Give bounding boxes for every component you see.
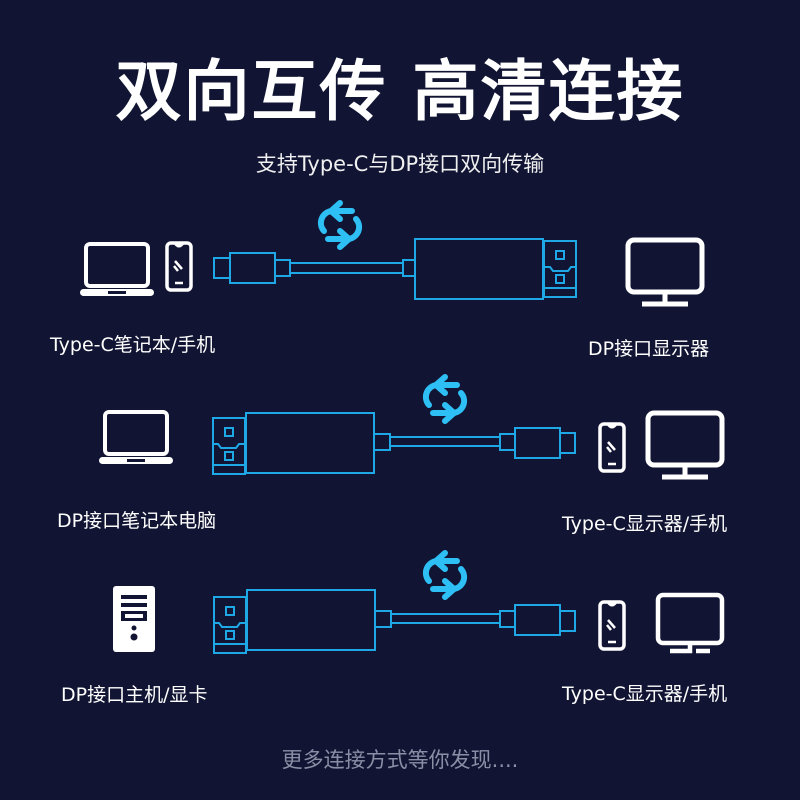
row-2-right-label: Type-C显示器/手机 — [562, 513, 728, 535]
row-3-left-label: DP接口主机/显卡 — [61, 684, 208, 706]
row-3-right-label: Type-C显示器/手机 — [562, 683, 728, 705]
sync-arrows-icon — [426, 553, 464, 597]
typec-to-dp-cable — [213, 238, 577, 300]
page-title: 双向互传 高清连接 — [115, 53, 685, 130]
row-1 — [78, 203, 702, 304]
monitor-icon — [658, 595, 722, 651]
row-1-left-label: Type-C笔记本/手机 — [50, 334, 216, 356]
phone-icon — [598, 422, 626, 473]
monitor-icon — [628, 240, 702, 304]
row-2-left-label: DP接口笔记本电脑 — [57, 510, 217, 532]
sync-arrows-icon — [321, 203, 359, 247]
footer-text: 更多连接方式等你发现.... — [281, 748, 519, 772]
phone-icon — [598, 600, 626, 651]
phone-icon — [165, 241, 193, 292]
desktop-tower-icon — [113, 586, 155, 652]
dp-to-typec-cable — [213, 589, 576, 654]
row-2 — [97, 377, 722, 477]
laptop-icon — [78, 242, 156, 298]
row-1-right-label: DP接口显示器 — [588, 338, 710, 360]
sync-arrows-icon — [426, 377, 464, 421]
row-3 — [113, 553, 722, 654]
laptop-icon — [97, 410, 175, 466]
page-subtitle: 支持Type-C与DP接口双向传输 — [255, 152, 545, 176]
monitor-icon — [648, 413, 722, 477]
dp-to-typec-cable — [212, 412, 576, 475]
